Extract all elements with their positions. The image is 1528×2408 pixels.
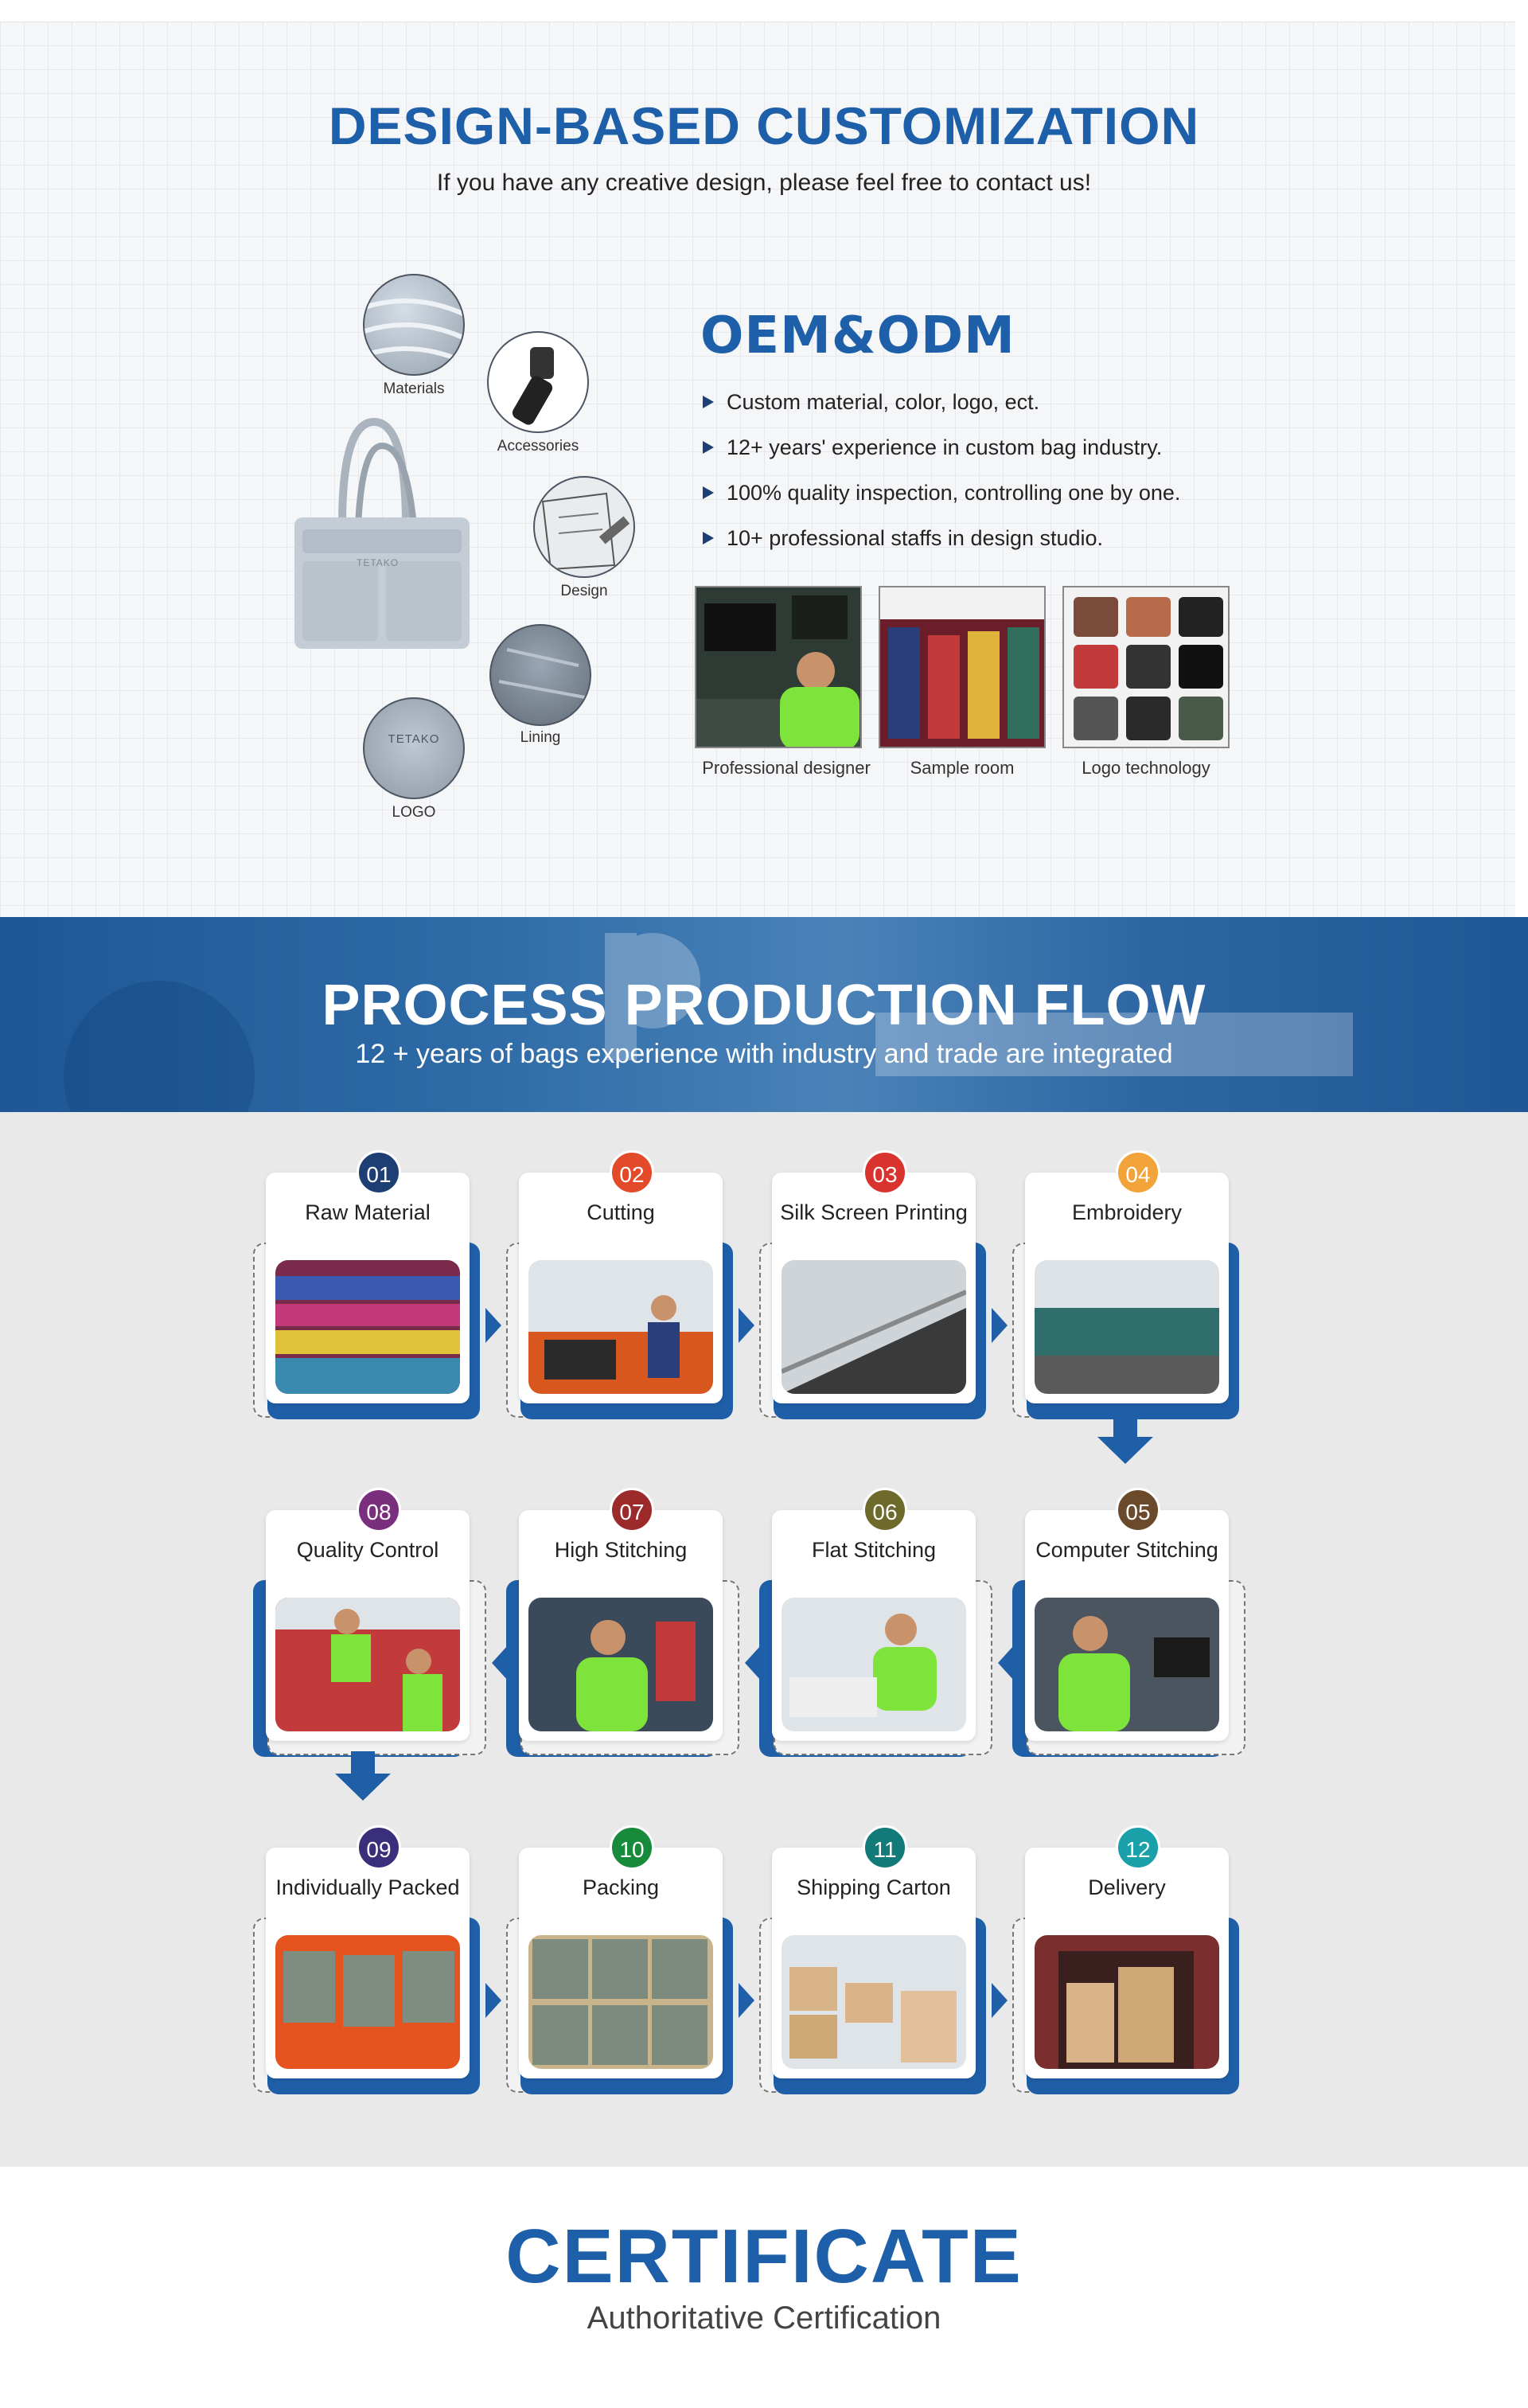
flow-step-11: 11 Shipping Carton [759,1825,986,2094]
flow-arrow-right-icon [485,1983,501,2018]
step-number-badge: 10 [610,1825,654,1870]
oem-odm-title: OEM&ODM [700,306,1015,365]
flow-step-05: 05 Computer Stitching [1012,1488,1245,1757]
sample-room-label: Sample room [910,758,1015,778]
step-label: Shipping Carton [797,1875,951,1899]
process-section-title: PROCESS PRODUCTION FLOW [322,974,1206,1037]
flow-arrow-right-icon [739,1983,754,2018]
step-label: Delivery [1088,1875,1166,1899]
flow-step-07: 07 High Stitching [506,1488,739,1757]
logo-technology-label: Logo technology [1082,758,1210,778]
design-image [533,476,635,578]
step-label: Packing [582,1875,660,1899]
step-number-badge: 09 [357,1825,401,1870]
materials-label: Materials [383,381,445,397]
lining-label: Lining [520,729,561,746]
process-banner [0,917,1528,1112]
step-number-badge: 03 [863,1150,907,1195]
design-section-subtitle: If you have any creative design, please … [436,170,1092,196]
triangle-bullet-icon [703,532,714,544]
flow-arrow-right-icon [739,1308,754,1343]
raw-material-photo [275,1260,460,1394]
shipping-carton-photo [782,1935,966,2069]
silk-screen-printing-photo [782,1260,966,1394]
flow-step-03: 03 Silk Screen Printing [759,1150,986,1419]
flow-step-12: 12 Delivery [1012,1825,1239,2094]
step-label: Silk Screen Printing [780,1200,968,1224]
step-number-badge: 02 [610,1150,654,1195]
triangle-bullet-icon [703,486,714,499]
professional-designer-photo [695,586,862,748]
step-number-badge: 07 [610,1488,654,1532]
step-label: High Stitching [554,1538,688,1562]
flow-arrow-right-icon [992,1308,1008,1343]
computer-stitching-photo [1035,1598,1219,1731]
flow-arrow-left-icon [492,1645,508,1680]
individually-packed-photo [275,1935,460,2069]
logo-technology-photo [1062,586,1230,748]
oem-feature-item: 10+ professional staffs in design studio… [703,522,1180,568]
high-stitching-photo [528,1598,713,1731]
step-label: Individually Packed [275,1875,460,1899]
flow-arrow-left-icon [998,1645,1014,1680]
cutting-photo [528,1260,713,1394]
design-label: Design [560,583,608,599]
logo-label: LOGO [392,804,436,821]
accessories-image [487,331,589,433]
step-number-badge: 01 [357,1150,401,1195]
flow-arrow-right-icon [992,1983,1008,2018]
step-number-badge: 05 [1116,1488,1160,1532]
tote-bag-brand: TETAKO [357,557,400,568]
flow-arrow-down-icon [1097,1415,1153,1464]
step-number-badge: 12 [1116,1825,1160,1870]
oem-feature-item: 12+ years' experience in custom bag indu… [703,431,1180,477]
oem-feature-item: 100% quality inspection, controlling one… [703,477,1180,522]
tote-bag-image [294,417,470,649]
delivery-photo [1035,1935,1219,2069]
flow-step-02: 02 Cutting [506,1150,733,1419]
certificate-title: CERTIFICATE [505,2214,1023,2299]
professional-designer-label: Professional designer [702,758,871,778]
triangle-bullet-icon [703,396,714,408]
embroidery-photo [1035,1260,1219,1394]
flow-step-06: 06 Flat Stitching [759,1488,992,1757]
flow-step-08: 08 Quality Control [253,1488,486,1757]
step-number-badge: 04 [1116,1150,1160,1195]
flow-arrow-left-icon [745,1645,761,1680]
design-section-title: DESIGN-BASED CUSTOMIZATION [328,96,1200,155]
step-number-badge: 08 [357,1488,401,1532]
flat-stitching-photo [782,1598,966,1731]
lining-image [489,624,591,726]
logo-brand-text: TETAKO [388,732,440,746]
sample-room-photo [879,586,1046,748]
step-number-badge: 11 [863,1825,907,1870]
design-customization-section [0,21,1515,917]
step-label: Raw Material [305,1200,431,1224]
certificate-subtitle: Authoritative Certification [587,2301,941,2336]
step-label: Quality Control [296,1538,439,1562]
step-label: Flat Stitching [811,1538,937,1562]
materials-image [363,274,465,376]
oem-feature-list: Custom material, color, logo, ect. 12+ y… [703,386,1180,568]
logo-image: TETAKO [363,697,465,799]
packing-photo [528,1935,713,2069]
accessories-label: Accessories [497,438,579,455]
flow-step-01: 01 Raw Material [253,1150,480,1419]
flow-step-10: 10 Packing [506,1825,733,2094]
step-label: Cutting [587,1200,655,1224]
oem-feature-item: Custom material, color, logo, ect. [703,386,1180,431]
step-label: Computer Stitching [1035,1538,1218,1562]
flow-arrow-right-icon [485,1308,501,1343]
flow-step-09: 09 Individually Packed [253,1825,480,2094]
quality-control-photo [275,1598,460,1731]
flow-step-04: 04 Embroidery [1012,1150,1239,1419]
step-number-badge: 06 [863,1488,907,1532]
flow-arrow-down-icon [335,1751,391,1801]
triangle-bullet-icon [703,441,714,454]
process-section-subtitle: 12 + years of bags experience with indus… [355,1039,1173,1069]
step-label: Embroidery [1071,1200,1183,1224]
